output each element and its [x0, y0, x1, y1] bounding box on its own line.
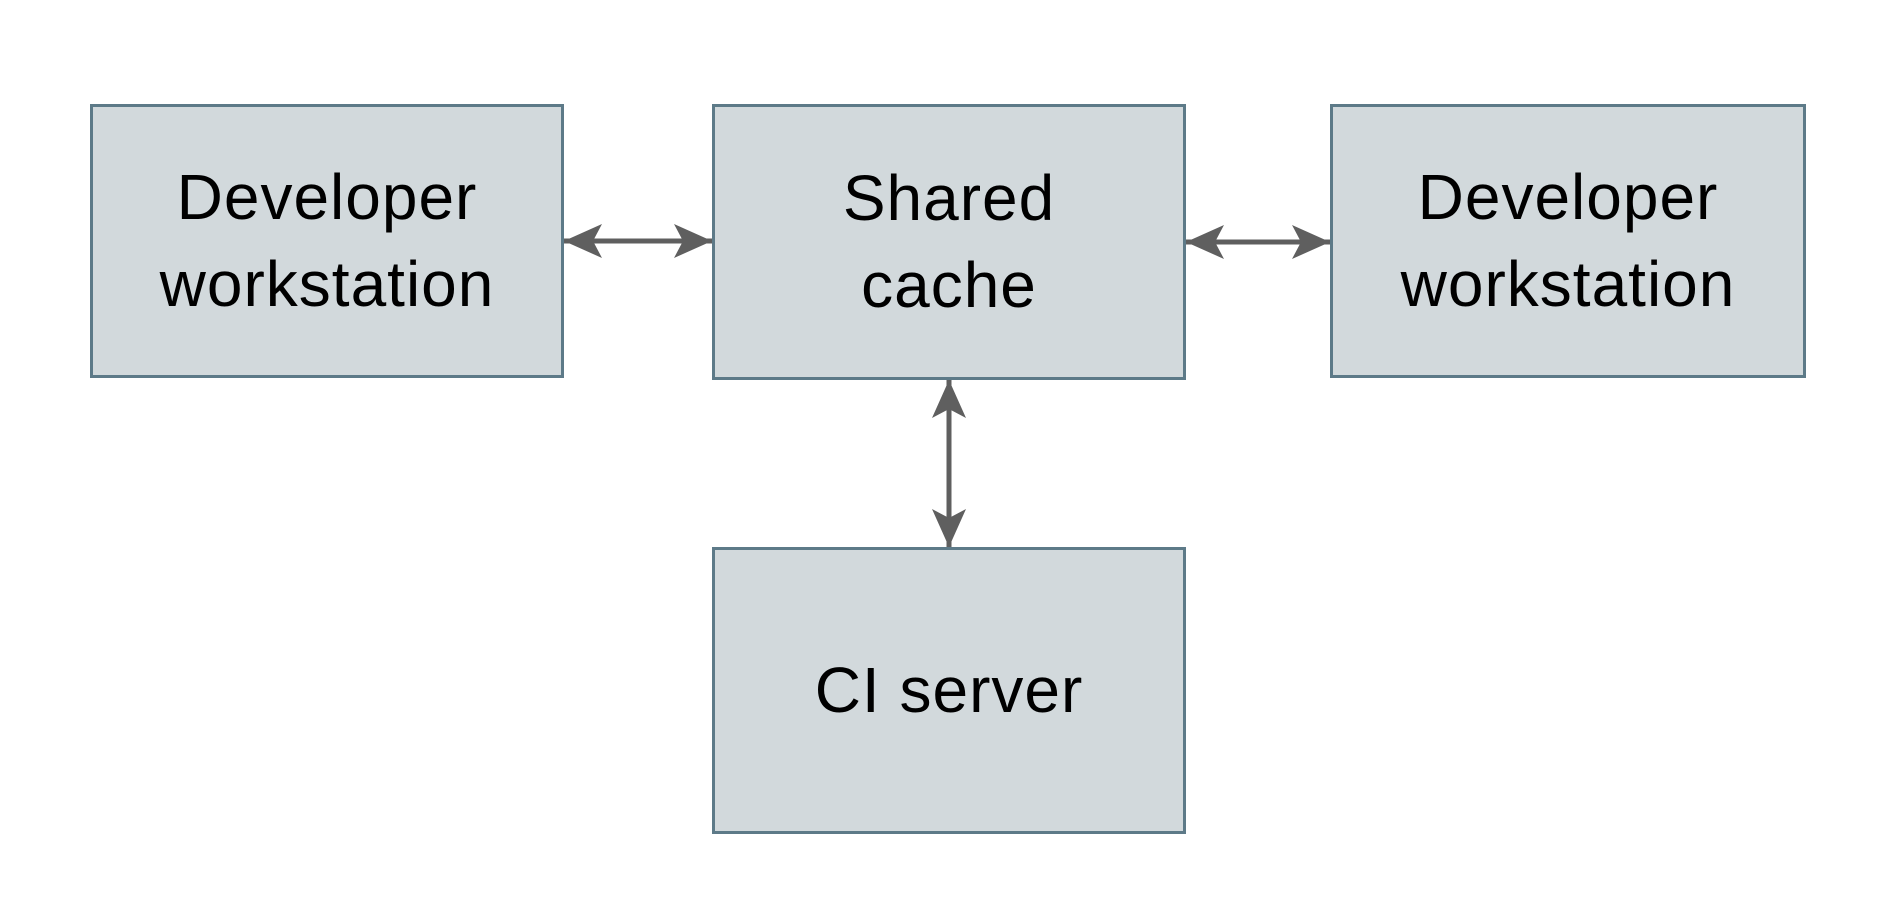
node-label: Developer — [176, 161, 478, 233]
node-label: Shared — [842, 162, 1056, 234]
node-label: Developer — [1417, 161, 1719, 233]
node-developer-workstation-right: Developer workstation — [1330, 104, 1806, 378]
node-shared-cache: Shared cache — [712, 104, 1186, 380]
node-label: cache — [861, 249, 1037, 321]
node-label: CI server — [814, 654, 1084, 726]
node-ci-server: CI server — [712, 547, 1186, 834]
node-label: workstation — [159, 248, 495, 320]
node-developer-workstation-left: Developer workstation — [90, 104, 564, 378]
node-label: workstation — [1400, 248, 1736, 320]
